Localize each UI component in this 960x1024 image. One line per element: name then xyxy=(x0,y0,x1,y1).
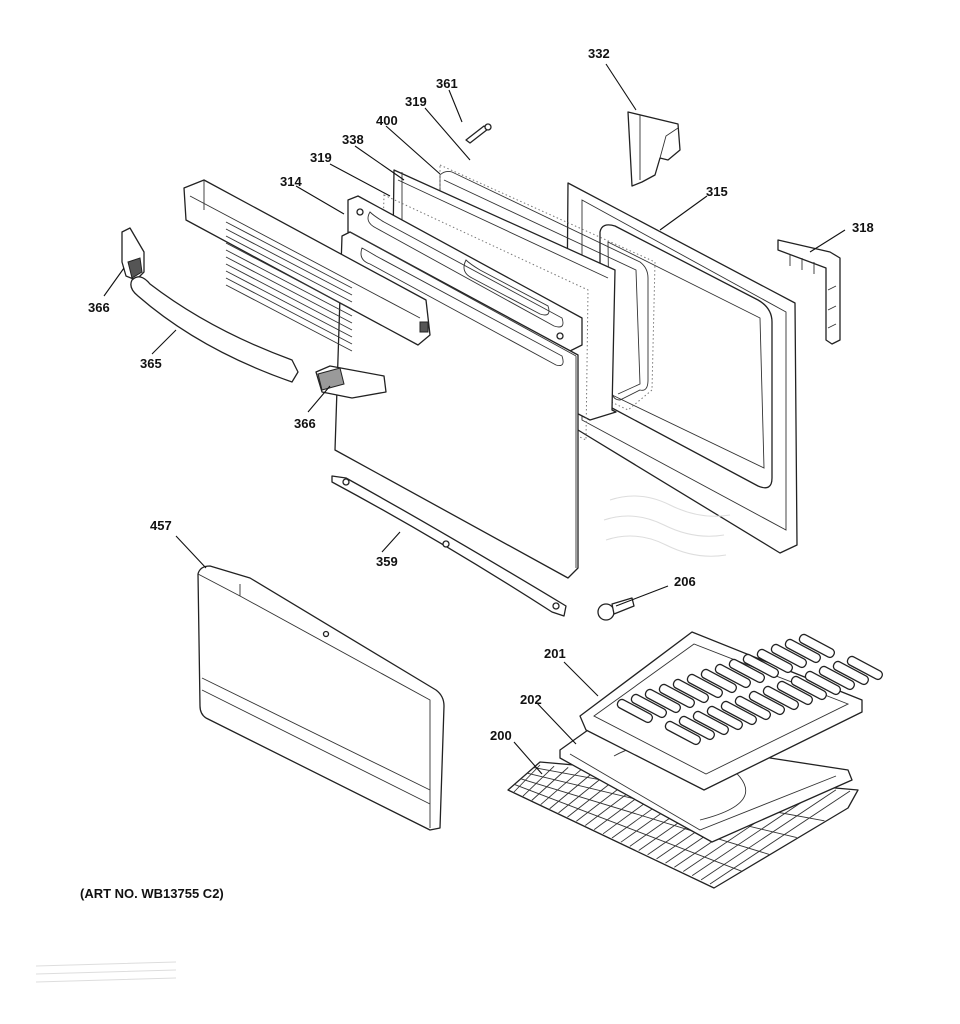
part-400-gasket[interactable] xyxy=(439,170,649,401)
part-318-side-bracket[interactable] xyxy=(777,239,841,345)
callout-314: 314 xyxy=(280,174,302,189)
part-366-end-cap-right[interactable] xyxy=(315,365,387,399)
callout-200: 200 xyxy=(490,728,512,743)
callout-206: 206 xyxy=(674,574,696,589)
part-315-inner-door[interactable] xyxy=(565,182,798,557)
vent-trim[interactable] xyxy=(183,179,431,352)
part-206-screw[interactable] xyxy=(597,597,635,621)
callout-318: 318 xyxy=(852,220,874,235)
leader-lines xyxy=(103,63,846,775)
part-457-drawer-front[interactable] xyxy=(197,565,445,831)
callout-319-upper: 319 xyxy=(405,94,427,109)
part-361-screw[interactable] xyxy=(465,123,492,144)
callout-315: 315 xyxy=(706,184,728,199)
callout-319-lower: 319 xyxy=(310,150,332,165)
callout-332: 332 xyxy=(588,46,610,61)
faint-watermark xyxy=(35,961,177,983)
part-201-broiler-grid[interactable] xyxy=(579,631,884,791)
callout-400: 400 xyxy=(376,113,398,128)
callout-457: 457 xyxy=(150,518,172,533)
callout-202: 202 xyxy=(520,692,542,707)
callout-338: 338 xyxy=(342,132,364,147)
callout-366-left: 366 xyxy=(88,300,110,315)
art-number: (ART NO. WB13755 C2) xyxy=(80,886,224,901)
part-332-bracket[interactable] xyxy=(627,111,681,187)
callout-labels: 332 361 319 400 338 319 314 315 318 366 … xyxy=(88,46,874,743)
part-314-door-frame[interactable] xyxy=(347,195,583,353)
callout-366-right: 366 xyxy=(294,416,316,431)
part-359-bottom-trim[interactable] xyxy=(331,475,567,617)
part-366-end-cap-left[interactable] xyxy=(121,227,145,281)
callout-201: 201 xyxy=(544,646,566,661)
callout-361: 361 xyxy=(436,76,458,91)
part-365-handle[interactable] xyxy=(130,276,299,383)
callout-365: 365 xyxy=(140,356,162,371)
callout-359: 359 xyxy=(376,554,398,569)
